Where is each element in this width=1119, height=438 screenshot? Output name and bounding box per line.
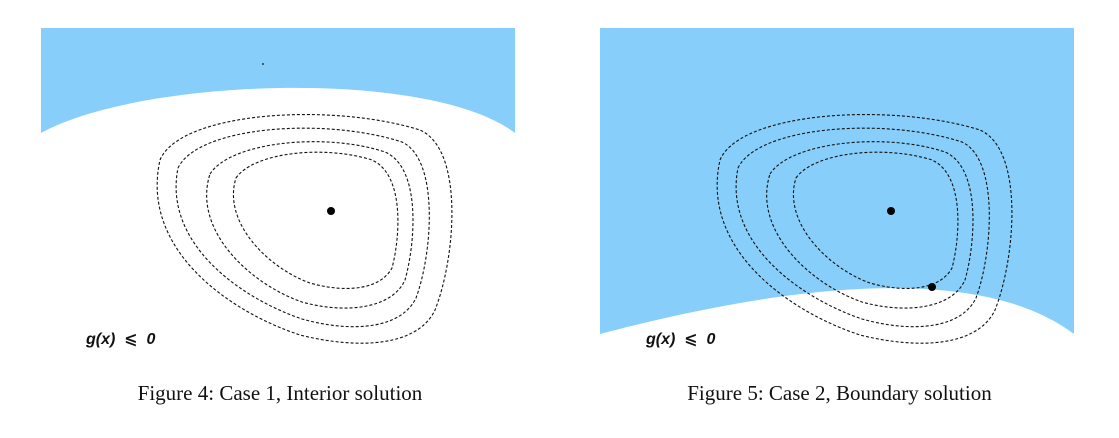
unconstrained-optimum-point: [887, 207, 895, 215]
figure-5: g(x) ⩽ 0 Figure 5: Case 2, Boundary solu…: [560, 0, 1119, 438]
figure-4: g(x) ⩽ 0 Figure 4: Case 1, Interior solu…: [41, 28, 515, 405]
figure-caption: Figure 4: Case 1, Interior solution: [137, 381, 423, 405]
level-curve-4: [793, 151, 959, 289]
feasible-region-top: [41, 28, 515, 133]
figure-4-diagram: [41, 28, 515, 344]
speck-dot: [262, 63, 264, 65]
level-curve-1: [156, 114, 453, 344]
level-curve-2: [175, 127, 430, 328]
level-curve-3: [766, 141, 974, 309]
boundary-optimum-point: [928, 283, 936, 291]
level-curve-2: [735, 127, 990, 328]
level-curves: [156, 114, 453, 344]
level-curves: [716, 114, 1013, 344]
optimum-point: [327, 207, 335, 215]
level-curve-3: [206, 141, 414, 309]
constraint-label: g(x) ⩽ 0: [646, 331, 716, 348]
figure-caption: Figure 5: Case 2, Boundary solution: [687, 381, 992, 405]
figure-5-diagram: [600, 28, 1074, 344]
feasible-region: [600, 28, 1074, 334]
level-curve-4: [233, 151, 399, 289]
level-curve-1: [716, 114, 1013, 344]
constraint-label: g(x) ⩽ 0: [86, 331, 156, 348]
